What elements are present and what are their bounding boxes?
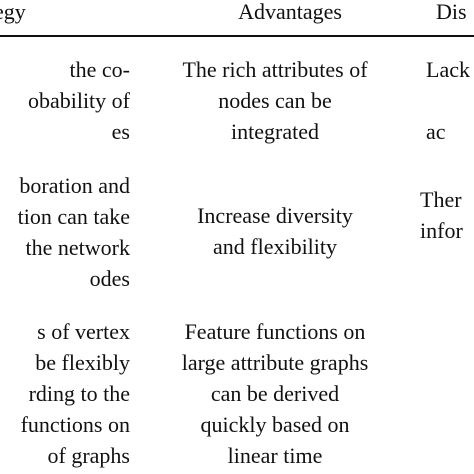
header-rule — [0, 35, 474, 37]
row-1-disadvantages: Lack ac — [426, 57, 470, 144]
row-1-advantages: The rich attributes of nodes can be inte… — [182, 57, 368, 144]
row-3-strategy: s of vertex be flexibly rding to the fun… — [20, 319, 130, 468]
row-1-strategy: the co- obability of es — [27, 57, 130, 144]
header-disadvantages: Dis — [436, 0, 467, 24]
row-2-disadvantages: Ther infor — [420, 187, 463, 243]
header-strategy: egy — [0, 0, 26, 24]
row-3-advantages: Feature functions on large attribute gra… — [181, 319, 369, 468]
row-2-strategy: boration and tion can take the network o… — [17, 173, 130, 291]
row-2-advantages: Increase diversity and flexibility — [197, 203, 353, 259]
header-advantages: Advantages — [238, 0, 342, 24]
